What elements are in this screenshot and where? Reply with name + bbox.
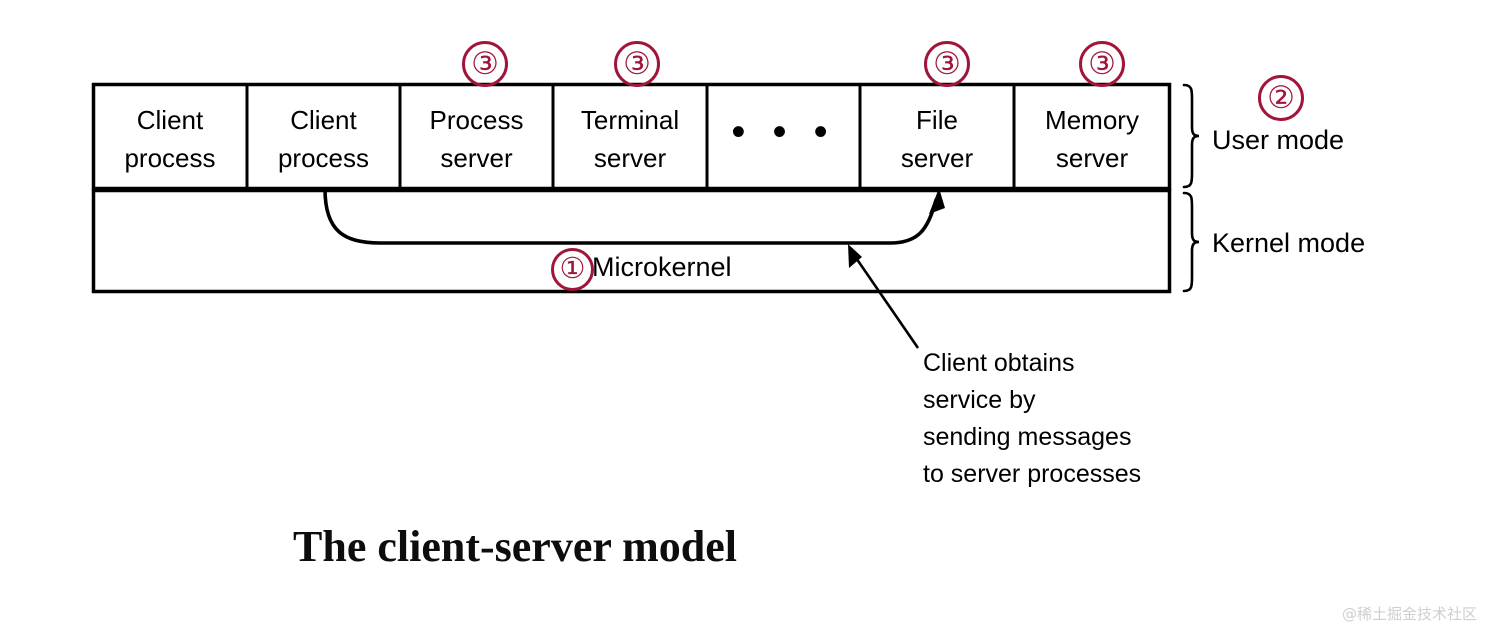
kernel-mode-row-border (91, 188, 1172, 294)
figure-caption: The client-server model (293, 522, 737, 571)
message-flow-arrow (323, 187, 938, 245)
box-label-client-process-2: Client process (247, 101, 400, 177)
box-label-file-server: File server (860, 101, 1014, 177)
user-mode-row-border (91, 82, 1172, 191)
marker-two-user-mode: ② (1258, 75, 1304, 121)
annotation-pointer-arrowhead (848, 244, 862, 268)
message-flow-arrowhead (929, 188, 945, 214)
box-line-2: server (593, 143, 667, 173)
annotation-pointer-line (850, 251, 920, 349)
user-mode-label: User mode (1212, 125, 1345, 155)
watermark-label: @稀土掘金技术社区 (1342, 605, 1478, 623)
box-line-2: process (124, 143, 216, 173)
box-line-1: Client (136, 105, 204, 135)
marker-one-microkernel: ① (551, 248, 594, 291)
box-line-2: server (900, 143, 974, 173)
box-line-1: Memory (1045, 105, 1139, 135)
box-line-2: server (1055, 143, 1129, 173)
user-mode-brace (1182, 83, 1200, 189)
box-line-2: server (440, 143, 513, 173)
box-line-1: Terminal (580, 105, 680, 135)
box-label-ellipsis: • • • (731, 110, 836, 154)
box-line-1: File (916, 105, 958, 135)
box-label-memory-server: Memory server (1014, 101, 1170, 177)
box-dividers (245, 86, 1016, 187)
box-line-1: Process (429, 105, 524, 135)
box-label-process-server: Process server (400, 101, 553, 177)
box-line-1: Client (290, 105, 357, 135)
box-line-2: process (277, 143, 370, 173)
marker-three-file-server: ③ (924, 41, 970, 87)
marker-three-memory-server: ③ (1079, 41, 1125, 87)
kernel-mode-brace (1182, 191, 1200, 293)
microkernel-label: Microkernel (592, 252, 732, 282)
kernel-mode-label: Kernel mode (1212, 228, 1366, 258)
annotation-text: Client obtains service by sending messag… (923, 349, 1142, 488)
box-label-terminal-server: Terminal server (553, 101, 707, 177)
marker-three-terminal-server: ③ (614, 41, 660, 87)
marker-three-process-server: ③ (462, 41, 508, 87)
box-label-client-process-1: Client process (93, 101, 247, 177)
